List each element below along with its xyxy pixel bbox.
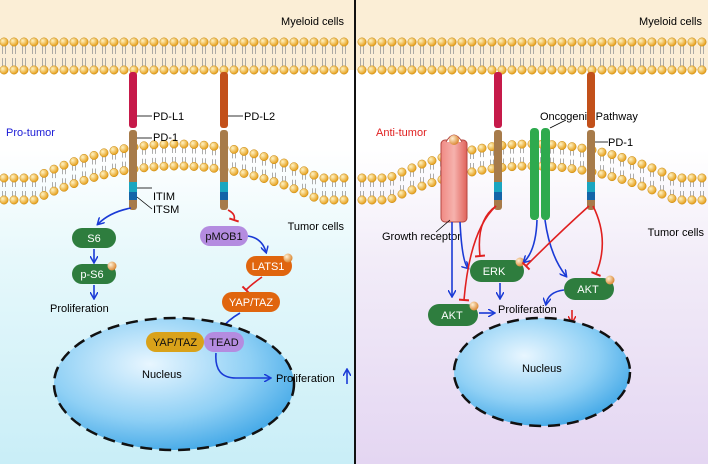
right-tumor-label: Tumor cells (648, 227, 705, 239)
right-pd1-label: PD-1 (608, 137, 633, 149)
ps6-label: p-S6 (80, 269, 103, 281)
growth-receptor-label: Growth receptor (382, 231, 461, 243)
nucleus-left-label: Nucleus (142, 369, 182, 381)
right-pdl2-ligand (587, 72, 595, 128)
oncogenic-receptor-b (541, 128, 550, 220)
proliferation-out-label: Proliferation (276, 373, 335, 385)
tead-node (204, 332, 244, 352)
pdl2-label: PD-L2 (244, 111, 275, 123)
erk-label: ERK (483, 266, 506, 278)
right-myeloid-label: Myeloid cells (639, 16, 702, 28)
proliferation-right-label: Proliferation (498, 304, 557, 316)
pdl1-ligand (129, 72, 137, 128)
lats1-label: LATS1 (252, 261, 285, 273)
s6-node (72, 228, 116, 248)
ps6-node (72, 264, 116, 284)
tead-label: TEAD (209, 337, 238, 349)
left-tumor-label: Tumor cells (288, 221, 345, 233)
yaptaz-label: YAP/TAZ (229, 297, 273, 309)
pd1-label-left: PD-1 (153, 132, 178, 144)
pmob1-node (200, 226, 248, 246)
akt-left-node (428, 304, 478, 326)
akt-right-node (564, 278, 614, 300)
yaptaz-node (222, 292, 280, 312)
growth-receptor (440, 139, 468, 223)
nucleus-right-label: Nucleus (522, 363, 562, 375)
itim-label: ITIM (153, 191, 175, 203)
phospho-ps6 (107, 261, 117, 271)
erk-node (470, 260, 524, 282)
oncogenic-receptor-a (530, 128, 539, 220)
pmob1-label: pMOB1 (205, 231, 242, 243)
left-myeloid-label: Myeloid cells (281, 16, 344, 28)
phospho-lats1 (283, 253, 293, 263)
pdl1-label: PD-L1 (153, 111, 184, 123)
lats1-node (246, 256, 292, 276)
akt-left-label: AKT (441, 310, 463, 322)
s6-label: S6 (87, 233, 100, 245)
anti-tumor-label: Anti-tumor (376, 127, 427, 139)
right-myeloid-region (356, 0, 708, 70)
right-pdl1-ligand (494, 72, 502, 128)
pro-tumor-label: Pro-tumor (6, 127, 55, 139)
nucleus-right (452, 316, 632, 428)
yaptaz-nuclear-label: YAP/TAZ (153, 337, 197, 349)
proliferation-left-label: Proliferation (50, 303, 109, 315)
akt-right-label: AKT (577, 284, 599, 296)
pdl2-ligand (220, 72, 228, 128)
yaptaz-nuclear-node (146, 332, 204, 352)
growth-factor-ligand (449, 135, 459, 145)
left-myeloid-region (0, 0, 354, 70)
itsm-label: ITSM (153, 204, 179, 216)
